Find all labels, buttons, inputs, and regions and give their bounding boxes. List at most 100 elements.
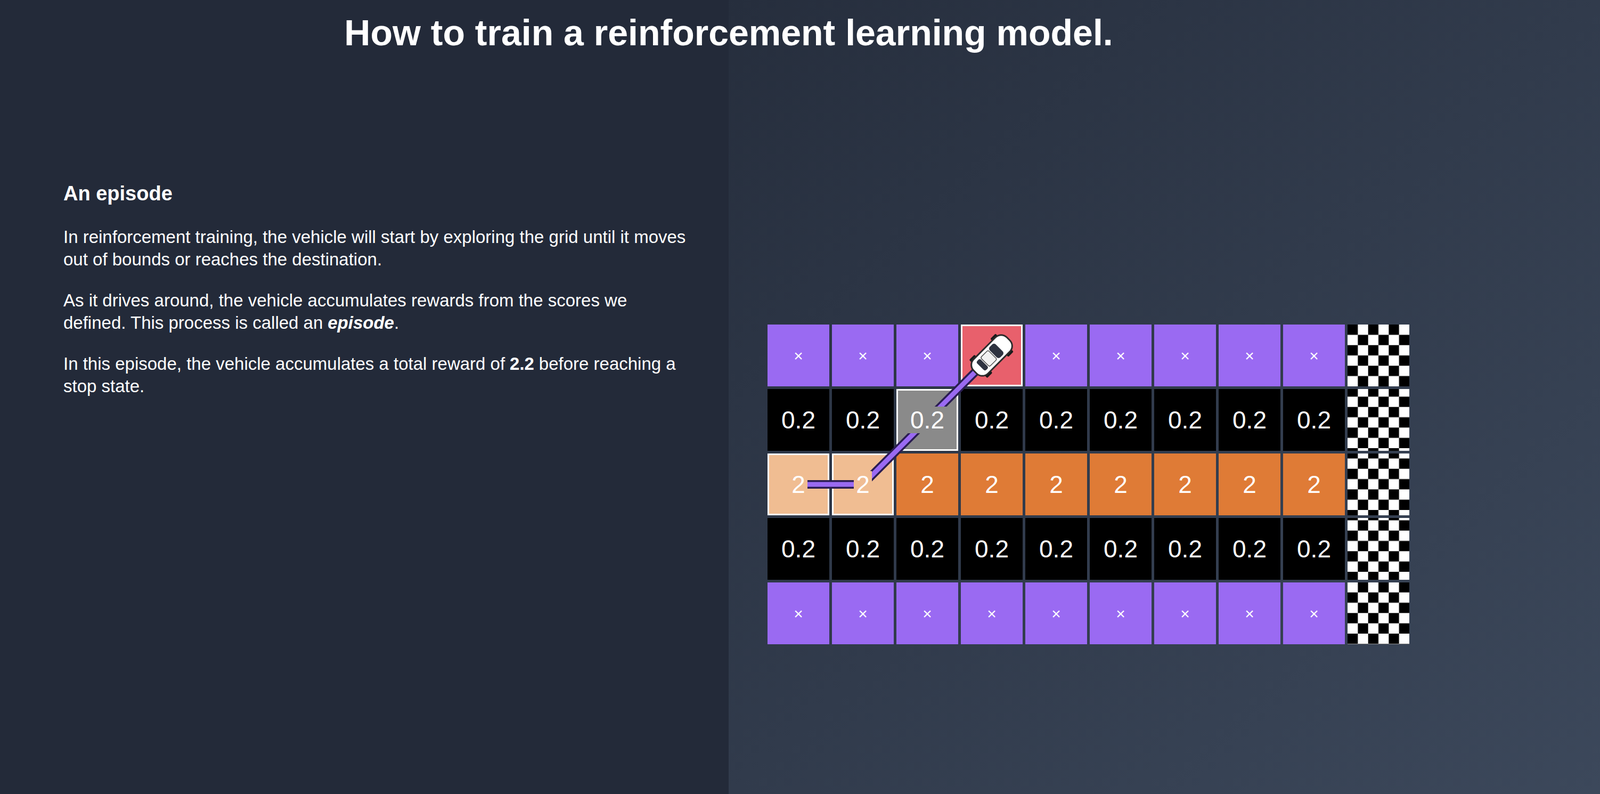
body-text: In this episode, the vehicle accumulates… bbox=[63, 353, 505, 374]
grid-cell: 2 bbox=[1154, 453, 1216, 516]
page-title: How to train a reinforcement learning mo… bbox=[344, 12, 1113, 53]
grid-cell: 0.2 bbox=[1283, 517, 1345, 580]
cell-reward: 0.2 bbox=[908, 535, 947, 563]
grid-cell: 0.2 bbox=[1154, 517, 1216, 580]
cell-reward: × bbox=[1307, 346, 1321, 365]
grid-cell: × bbox=[896, 324, 959, 387]
grid-cell: 2 bbox=[1283, 453, 1345, 516]
cell-reward: × bbox=[1113, 346, 1128, 365]
body-text: In reinforcement training, the vehicle w… bbox=[63, 226, 686, 269]
heading-text: An episode bbox=[63, 182, 173, 205]
finish-cell bbox=[1347, 582, 1410, 644]
cell-reward: 2 bbox=[1240, 470, 1259, 499]
cell-reward: × bbox=[855, 604, 870, 623]
cell-reward: 0.2 bbox=[779, 535, 818, 563]
finish-cell bbox=[1347, 388, 1410, 451]
cell-reward: 0.2 bbox=[1101, 535, 1140, 563]
body-text: episode bbox=[327, 312, 395, 333]
grid-cell: 2 bbox=[1218, 453, 1281, 516]
grid-cell: 0.2 bbox=[1089, 517, 1152, 580]
cell-reward: 2 bbox=[789, 470, 808, 499]
cell-reward: × bbox=[1178, 604, 1193, 623]
grid-cell: 2 bbox=[1089, 453, 1152, 516]
car-icon bbox=[966, 329, 1018, 381]
cell-reward: 0.2 bbox=[1165, 535, 1205, 563]
cell-reward: × bbox=[791, 604, 806, 623]
grid-cell: 2 bbox=[1025, 453, 1088, 516]
cell-reward: 0.2 bbox=[1294, 406, 1334, 434]
cell-reward: × bbox=[1049, 346, 1064, 365]
grid-cell: 0.2 bbox=[831, 388, 894, 451]
grid-cell: 0.2 bbox=[1218, 517, 1281, 580]
paragraph: In this episode, the vehicle accumulates… bbox=[63, 352, 687, 398]
left-panel bbox=[0, 0, 729, 794]
cell-reward: × bbox=[1049, 604, 1064, 623]
body-text: . bbox=[394, 312, 399, 333]
cell-reward: 0.2 bbox=[972, 535, 1011, 563]
grid-cell: × bbox=[1089, 582, 1152, 644]
cell-reward: 0.2 bbox=[1101, 406, 1140, 434]
cell-reward: 0.2 bbox=[1230, 406, 1269, 434]
cell-reward: 2 bbox=[1176, 470, 1195, 499]
grid-cell: 0.2 bbox=[1025, 517, 1088, 580]
grid-cell: × bbox=[960, 582, 1023, 644]
cell-reward: 0.2 bbox=[1037, 535, 1076, 563]
finish-cell bbox=[1347, 517, 1410, 580]
grid-cell: 2 bbox=[960, 453, 1023, 516]
grid-cell: × bbox=[1218, 582, 1281, 644]
paragraph: In reinforcement training, the vehicle w… bbox=[63, 225, 687, 271]
cell-reward: × bbox=[1242, 346, 1257, 365]
cell-reward: 0.2 bbox=[779, 406, 818, 434]
paragraph: As it drives around, the vehicle accumul… bbox=[63, 289, 687, 334]
grid-cell: 0.2 bbox=[767, 388, 830, 451]
grid-cell: 0.2 bbox=[896, 517, 959, 580]
grid-cell: 0.2 bbox=[960, 388, 1023, 451]
grid-cell: 0.2 bbox=[831, 517, 894, 580]
cell-reward: × bbox=[1113, 604, 1128, 623]
cell-reward: 0.2 bbox=[908, 406, 947, 434]
body-text: 2.2 bbox=[509, 353, 535, 374]
grid-cell: × bbox=[1025, 324, 1088, 387]
grid-cell: 0.2 bbox=[1154, 388, 1216, 451]
grid-cell: × bbox=[1218, 324, 1281, 387]
cell-reward: × bbox=[791, 346, 806, 365]
cell-reward: 0.2 bbox=[843, 406, 883, 434]
grid-cell: × bbox=[1025, 582, 1088, 644]
grid-cell: 0.2 bbox=[1218, 388, 1281, 451]
text-column: An episode In reinforcement training, the… bbox=[63, 181, 687, 416]
grid-cell: 0.2 bbox=[1089, 388, 1152, 451]
grid-cell: × bbox=[831, 582, 894, 644]
cell-reward: × bbox=[1178, 346, 1193, 365]
cell-reward: 0.2 bbox=[843, 535, 883, 563]
grid-cell: 0.2 bbox=[960, 517, 1023, 580]
cell-reward: × bbox=[1242, 604, 1257, 623]
cell-reward: × bbox=[1307, 604, 1321, 623]
grid-cell: × bbox=[1089, 324, 1152, 387]
grid-cell: × bbox=[767, 324, 830, 387]
cell-reward: 2 bbox=[1047, 470, 1066, 499]
grid-cell: × bbox=[1283, 324, 1345, 387]
finish-cell bbox=[1347, 453, 1410, 516]
cell-reward: 0.2 bbox=[1037, 406, 1076, 434]
cell-reward: 0.2 bbox=[972, 406, 1011, 434]
grid-cell: × bbox=[1154, 582, 1216, 644]
grid-cell: × bbox=[831, 324, 894, 387]
cell-reward: × bbox=[920, 346, 935, 365]
cell-reward: 0.2 bbox=[1165, 406, 1205, 434]
grid-cell: 0.2 bbox=[767, 517, 830, 580]
grid-cell: × bbox=[1154, 324, 1216, 387]
cell-reward: 0.2 bbox=[1294, 535, 1334, 563]
cell-reward: × bbox=[920, 604, 935, 623]
grid-cell: × bbox=[896, 582, 959, 644]
cell-reward: 2 bbox=[853, 470, 872, 499]
section-heading: An episode bbox=[63, 181, 687, 206]
grid-cell: 0.2 bbox=[1025, 388, 1088, 451]
cell-reward: 2 bbox=[918, 470, 937, 499]
cell-reward: 2 bbox=[982, 470, 1001, 499]
cell-reward: 2 bbox=[1304, 470, 1324, 499]
grid-cell: × bbox=[1283, 582, 1345, 644]
cell-reward: 0.2 bbox=[1230, 535, 1269, 563]
finish-cell bbox=[1347, 324, 1410, 387]
car-roof bbox=[980, 349, 998, 367]
